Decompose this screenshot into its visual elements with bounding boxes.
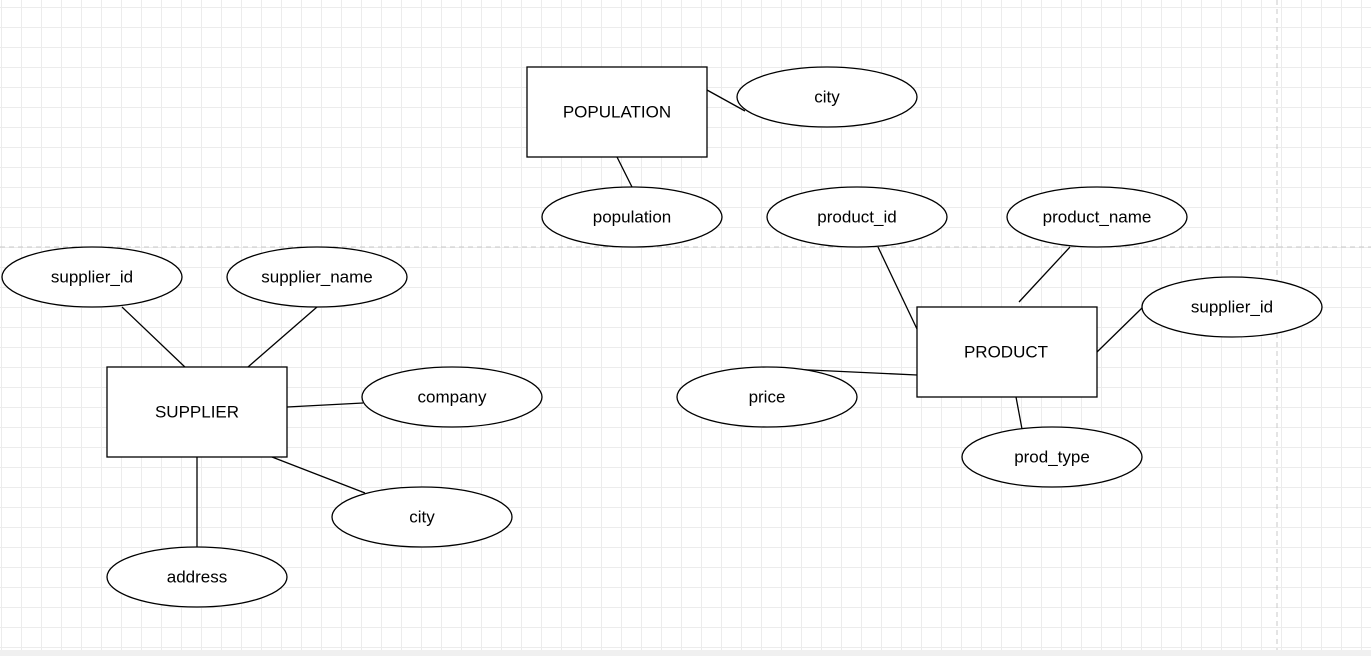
connector-population-city[interactable] [706,89,746,112]
connector-supplier-supplier-id[interactable] [121,306,188,370]
connector-supplier-supplier-name[interactable] [247,306,318,368]
attribute-label: city [409,508,435,527]
connector-supplier-city[interactable] [271,456,366,494]
attribute-label: supplier_id [1191,298,1273,317]
entity-product-label: PRODUCT [964,343,1048,362]
attribute-product-product-name[interactable]: product_name [1006,186,1188,248]
attribute-product-prod-type[interactable]: prod_type [961,426,1143,488]
attribute-label: city [814,88,840,107]
attribute-product-price[interactable]: price [676,366,858,428]
attribute-label: company [418,388,487,407]
connector-product-product-id[interactable] [877,246,918,330]
attribute-label: supplier_name [261,268,373,287]
connector-product-prod-type[interactable] [1015,396,1023,430]
connector-supplier-company[interactable] [286,402,364,408]
entity-supplier-label: SUPPLIER [155,403,239,422]
connector-product-product-name[interactable] [1018,246,1071,303]
attribute-label: population [593,208,671,227]
connector-product-supplier-id[interactable] [1096,307,1143,353]
attribute-label: price [749,388,786,407]
attribute-supplier-city[interactable]: city [331,486,513,548]
attribute-supplier-company[interactable]: company [361,366,543,428]
attribute-supplier-supplier-id[interactable]: supplier_id [1,246,183,308]
attribute-label: address [167,568,227,587]
entity-population[interactable]: POPULATION [526,66,708,158]
attribute-supplier-supplier-name[interactable]: supplier_name [226,246,408,308]
entity-population-label: POPULATION [563,103,671,122]
attribute-product-product-id[interactable]: product_id [766,186,948,248]
attribute-label: product_name [1043,208,1152,227]
attribute-population-city[interactable]: city [736,66,918,128]
entity-supplier[interactable]: SUPPLIER [106,366,288,458]
canvas-bottom-edge [0,650,1371,656]
attribute-product-supplier-id[interactable]: supplier_id [1141,276,1323,338]
entity-product[interactable]: PRODUCT [916,306,1098,398]
attribute-supplier-address[interactable]: address [106,546,288,608]
attribute-label: prod_type [1014,448,1090,467]
attribute-label: product_id [817,208,896,227]
attribute-population-population[interactable]: population [541,186,723,248]
connector-population-population[interactable] [616,156,633,188]
attribute-label: supplier_id [51,268,133,287]
